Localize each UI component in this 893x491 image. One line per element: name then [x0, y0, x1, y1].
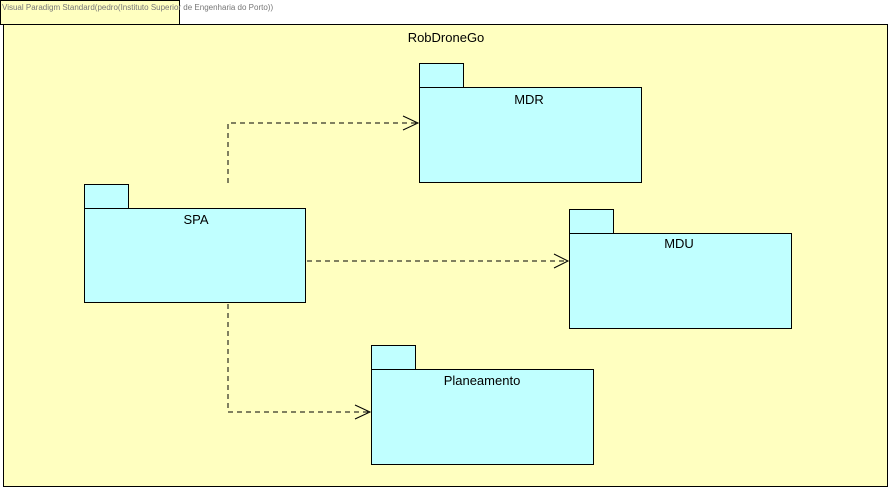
package-planeamento-tab: [371, 345, 416, 370]
arrowhead-mdr: [402, 115, 420, 131]
package-mdu-body: [569, 233, 792, 329]
package-mdu-tab: [569, 209, 614, 234]
package-planeamento-body: [371, 369, 594, 465]
container-title: RobDroneGo: [408, 30, 485, 45]
package-mdu-label: MDU: [664, 236, 694, 251]
package-spa-label: SPA: [183, 212, 208, 227]
arrowhead-planeamento: [354, 404, 372, 420]
package-planeamento-label: Planeamento: [444, 373, 521, 388]
watermark-tab: [0, 0, 180, 25]
dependency-spa-planeamento-line: [227, 304, 369, 413]
package-mdr-tab: [419, 63, 464, 88]
package-spa-body: [84, 208, 306, 303]
package-mdr-label: MDR: [514, 92, 544, 107]
dependency-spa-mdr[interactable]: [227, 115, 420, 183]
package-mdr-body: [419, 87, 642, 183]
package-spa-tab: [84, 184, 129, 209]
watermark-text: Visual Paradigm Standard(pedro(Instituto…: [2, 3, 273, 12]
dependency-spa-mdu[interactable]: [307, 253, 570, 269]
package-planeamento[interactable]: Planeamento: [371, 345, 594, 465]
package-mdu[interactable]: MDU: [569, 209, 792, 329]
arrowhead-mdu: [553, 253, 570, 269]
package-spa[interactable]: SPA: [84, 184, 306, 303]
dependency-spa-mdr-line: [227, 122, 417, 183]
package-mdr[interactable]: MDR: [419, 63, 642, 183]
dependency-spa-planeamento[interactable]: [227, 304, 372, 420]
